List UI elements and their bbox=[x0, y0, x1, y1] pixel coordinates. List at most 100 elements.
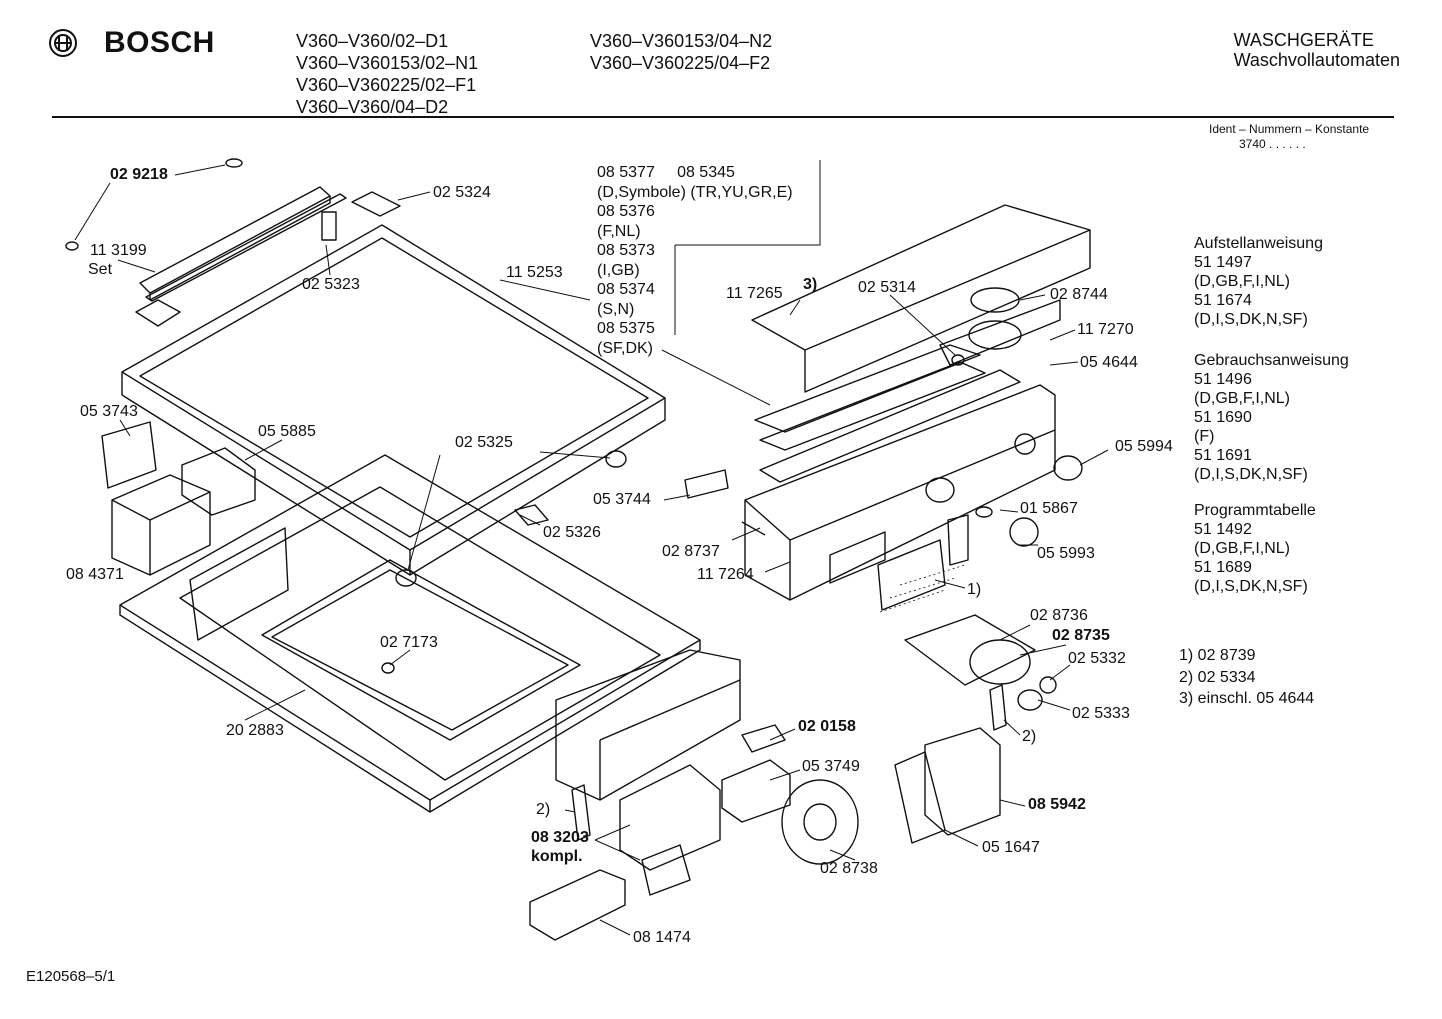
footnotes: 1) 02 8739 2) 02 5334 3) einschl. 05 464… bbox=[1179, 645, 1314, 710]
doc-line: 51 1492 bbox=[1194, 521, 1252, 538]
part-label-117270: 11 7270 bbox=[1077, 321, 1134, 338]
symbol-group-line: (S,N) bbox=[597, 300, 635, 318]
part-label-028736: 02 8736 bbox=[1030, 607, 1088, 624]
part-label-115253: 11 5253 bbox=[506, 264, 563, 281]
part-label-055993: 05 5993 bbox=[1037, 545, 1095, 562]
doc-line: 51 1689 bbox=[1194, 559, 1252, 576]
ident-label: Ident – Nummern – Konstante bbox=[1209, 122, 1370, 136]
doc-line: 51 1690 bbox=[1194, 409, 1252, 426]
model-list-2: V360–V360153/04–N2 V360–V360225/04–F2 bbox=[590, 30, 772, 74]
timer-drawing bbox=[894, 614, 1057, 844]
part-label-kompl: kompl. bbox=[531, 848, 583, 865]
base-frame-drawing bbox=[119, 454, 701, 813]
doc-line: (D,I,S,DK,N,SF) bbox=[1194, 466, 1308, 483]
model-line: V360–V360153/04–N2 bbox=[590, 31, 773, 51]
doc-title: Programmtabelle bbox=[1194, 502, 1316, 519]
doc-line: (D,GB,F,I,NL) bbox=[1194, 390, 1291, 407]
part-label-117264: 11 7264 bbox=[697, 566, 754, 583]
part-label-015867: 01 5867 bbox=[1020, 500, 1078, 517]
doc-line: 51 1496 bbox=[1194, 371, 1252, 388]
symbol-group-line: 08 5374 bbox=[597, 281, 655, 298]
note-marker-3: 3) bbox=[803, 276, 818, 293]
category-block: WASCHGERÄTE Waschvollautomaten bbox=[1234, 30, 1400, 70]
symbol-group-line: 08 5377 08 5345 bbox=[597, 164, 735, 181]
category-title: WASCHGERÄTE bbox=[1233, 30, 1374, 50]
ident-value: 3740 . . . . . . bbox=[1239, 137, 1306, 151]
part-label-025323: 02 5323 bbox=[302, 276, 360, 293]
doc-line: 51 1691 bbox=[1194, 447, 1252, 464]
symbol-group-line: (F,NL) bbox=[597, 222, 641, 240]
model-line: V360–V360/04–D2 bbox=[296, 97, 449, 117]
lower-parts-drawing bbox=[381, 450, 1083, 941]
cover-panel-drawing bbox=[751, 204, 1091, 393]
symbol-group-line: (I,GB) bbox=[597, 261, 640, 279]
doc-line: (D,GB,F,I,NL) bbox=[1194, 273, 1291, 290]
part-label-025325: 02 5325 bbox=[455, 434, 513, 451]
control-panel-drawing bbox=[744, 344, 1056, 601]
part-label-029218: 02 9218 bbox=[110, 166, 168, 183]
doc-line: (F) bbox=[1194, 428, 1215, 445]
brand-name: BOSCH bbox=[104, 26, 215, 59]
footnote: 1) 02 8739 bbox=[1179, 647, 1256, 664]
ident-block: Ident – Nummern – Konstante 3740 . . . .… bbox=[1209, 122, 1369, 152]
detergent-drawer-drawing bbox=[101, 421, 256, 576]
symbol-group-line: (SF,DK) bbox=[597, 339, 653, 357]
doc-programmtabelle: Programmtabelle 51 1492 (D,GB,F,I,NL) 51… bbox=[1194, 501, 1316, 596]
symbol-group-line: 08 5375 bbox=[597, 320, 655, 337]
part-label-117265: 11 7265 bbox=[726, 285, 783, 302]
part-label-028737: 02 8737 bbox=[662, 543, 720, 560]
footnote: 2) 02 5334 bbox=[1179, 668, 1256, 686]
part-label-025324: 02 5324 bbox=[433, 184, 491, 201]
symbol-group-line: 08 5376 bbox=[597, 203, 655, 220]
symbol-group-line: (D,Symbole) (TR,YU,GR,E) bbox=[597, 183, 793, 201]
model-list-1: V360–V360/02–D1 V360–V360153/02–N1 V360–… bbox=[296, 30, 478, 118]
doc-gebrauchsanweisung: Gebrauchsanweisung 51 1496 (D,GB,F,I,NL)… bbox=[1194, 351, 1349, 484]
model-line: V360–V360/02–D1 bbox=[296, 31, 449, 51]
leader-lines bbox=[74, 160, 1109, 936]
part-label-202883: 20 2883 bbox=[226, 722, 284, 739]
doc-line: (D,I,S,DK,N,SF) bbox=[1194, 311, 1308, 328]
lid-drawing bbox=[121, 224, 666, 576]
note-marker-2a: 2) bbox=[1022, 728, 1037, 745]
doc-line: (D,GB,F,I,NL) bbox=[1194, 540, 1291, 557]
doc-title: Aufstellanweisung bbox=[1194, 235, 1323, 252]
part-label-055885: 05 5885 bbox=[258, 423, 316, 440]
part-label-028744: 02 8744 bbox=[1050, 286, 1108, 303]
header-rule bbox=[52, 116, 1394, 118]
model-line: V360–V360153/02–N1 bbox=[296, 53, 479, 73]
part-label-085942: 08 5942 bbox=[1028, 796, 1086, 813]
doc-line: (D,I,S,DK,N,SF) bbox=[1194, 578, 1308, 595]
drawing-number: E120568–5/1 bbox=[26, 968, 116, 985]
part-label-025314: 02 5314 bbox=[858, 279, 916, 296]
part-label-set: Set bbox=[88, 261, 113, 278]
model-line: V360–V360225/04–F2 bbox=[590, 53, 771, 73]
model-line: V360–V360225/02–F1 bbox=[296, 75, 477, 95]
part-label-081474: 08 1474 bbox=[633, 929, 691, 946]
doc-line: 51 1497 bbox=[1194, 254, 1252, 271]
part-label-028735: 02 8735 bbox=[1052, 627, 1110, 644]
hinge-rail-drawing bbox=[65, 158, 401, 327]
part-label-027173: 02 7173 bbox=[380, 634, 438, 651]
part-label-025332: 02 5332 bbox=[1068, 650, 1126, 667]
part-label-028738: 02 8738 bbox=[820, 860, 878, 877]
category-subtitle: Waschvollautomaten bbox=[1233, 50, 1400, 70]
part-label-084371: 08 4371 bbox=[66, 566, 124, 583]
part-label-051647: 05 1647 bbox=[982, 839, 1040, 856]
dotted-guides bbox=[879, 564, 966, 613]
part-label-083203: 08 3203 bbox=[531, 829, 589, 846]
doc-line: 51 1674 bbox=[1194, 292, 1252, 309]
part-label-053749: 05 3749 bbox=[802, 758, 860, 775]
bosch-logo-icon bbox=[49, 29, 77, 57]
part-label-053744: 05 3744 bbox=[593, 491, 651, 508]
part-label-053743: 05 3743 bbox=[80, 403, 138, 420]
part-label-025333: 02 5333 bbox=[1072, 705, 1130, 722]
note-marker-1: 1) bbox=[967, 581, 982, 598]
part-label-113199: 11 3199 bbox=[90, 242, 147, 259]
symbol-group-line: 08 5373 bbox=[597, 242, 655, 259]
doc-aufstellanweisung: Aufstellanweisung 51 1497 (D,GB,F,I,NL) … bbox=[1194, 234, 1323, 329]
part-label-055994: 05 5994 bbox=[1115, 438, 1173, 455]
part-label-025326: 02 5326 bbox=[543, 524, 601, 541]
footnote: 3) einschl. 05 4644 bbox=[1179, 690, 1315, 707]
symbol-group-list: 08 5377 08 5345 (D,Symbole) (TR,YU,GR,E)… bbox=[597, 163, 793, 358]
